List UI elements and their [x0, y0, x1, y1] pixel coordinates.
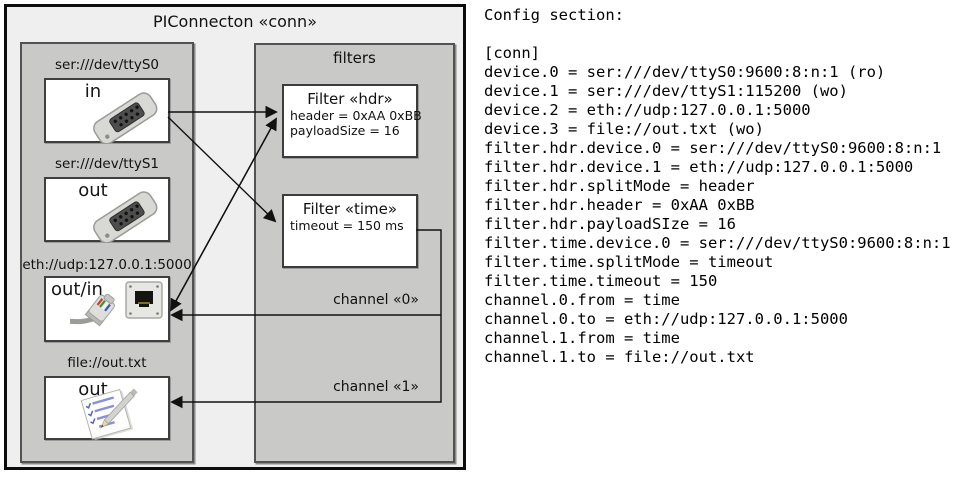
filter-title: Filter «hdr» [307, 90, 393, 108]
filter-box-hdr: Filter «hdr» header = 0xAA 0xBB payloadS… [282, 84, 422, 158]
config-line: channel.0.to = eth://udp:127.0.0.1:5000 [484, 310, 848, 328]
filter-title: Filter «time» [302, 200, 398, 218]
config-line: filter.time.splitMode = timeout [484, 253, 774, 271]
config-line: filter.hdr.device.1 = eth://udp:127.0.0.… [484, 158, 914, 176]
device-box-file: out [44, 376, 170, 441]
channel-0-label: channel «0» [333, 292, 419, 308]
connection-diagram: PIConnecton «conn» ser:///dev/ttyS0 in s… [4, 4, 466, 470]
serial-port-icon [93, 191, 158, 243]
filters-panel: filters Filter «hdr» header = 0xAA 0xBB … [254, 43, 455, 463]
device-box-ttys0: in [44, 78, 170, 144]
config-line: device.3 = file://out.txt (wo) [484, 120, 764, 138]
config-line: channel.0.from = time [484, 291, 680, 309]
device-port-label: out/in [51, 279, 103, 300]
config-lines: [conn] device.0 = ser:///dev/ttyS0:9600:… [484, 44, 962, 367]
config-line: device.2 = eth://udp:127.0.0.1:5000 [484, 101, 811, 119]
notepad-icon [80, 388, 138, 441]
device-uri-eth: eth://udp:127.0.0.1:5000 [22, 257, 192, 273]
filters-panel-title: filters [333, 49, 376, 67]
config-heading: Config section: [484, 6, 624, 24]
config-line: filter.time.timeout = 150 [484, 272, 718, 290]
filter-attribute: timeout = 150 ms [290, 218, 404, 233]
diagram-title: PIConnecton «conn» [153, 12, 317, 31]
device-port-label: out [78, 180, 108, 201]
config-line: [conn] [484, 44, 540, 62]
devices-panel: ser:///dev/ttyS0 in ser:///dev/ttyS1 out [20, 42, 194, 463]
channel-1-label: channel «1» [333, 379, 419, 395]
device-box-eth: out/in [44, 276, 170, 342]
config-line: filter.hdr.payloadSIze = 16 [484, 215, 736, 233]
config-line: filter.hdr.device.0 = ser:///dev/ttyS0:9… [484, 139, 942, 157]
config-line: filter.time.device.0 = ser:///dev/ttyS0:… [484, 234, 951, 252]
config-section: Config section: [conn] device.0 = ser://… [484, 6, 962, 367]
config-line: device.0 = ser:///dev/ttyS0:9600:8:n:1 (… [484, 63, 886, 81]
device-uri-ttys0: ser:///dev/ttyS0 [55, 57, 159, 73]
device-uri-ttys1: ser:///dev/ttyS1 [55, 156, 159, 172]
config-line: channel.1.to = file://out.txt [484, 348, 755, 366]
config-line: channel.1.from = time [484, 329, 680, 347]
serial-port-icon [93, 92, 158, 144]
filter-attribute: payloadSize = 16 [290, 123, 400, 138]
filter-attribute: header = 0xAA 0xBB [290, 108, 422, 123]
config-line: filter.hdr.header = 0xAA 0xBB [484, 196, 755, 214]
ethernet-port-icon [125, 281, 163, 319]
device-box-ttys1: out [44, 177, 170, 243]
device-port-label: in [84, 81, 102, 102]
filter-box-time: Filter «time» timeout = 150 ms [282, 194, 418, 268]
config-line: filter.hdr.splitMode = header [484, 177, 755, 195]
device-uri-file: file://out.txt [67, 355, 147, 371]
config-line: device.1 = ser:///dev/ttyS1:115200 (wo) [484, 82, 848, 100]
ethernet-plug-icon [70, 293, 115, 327]
